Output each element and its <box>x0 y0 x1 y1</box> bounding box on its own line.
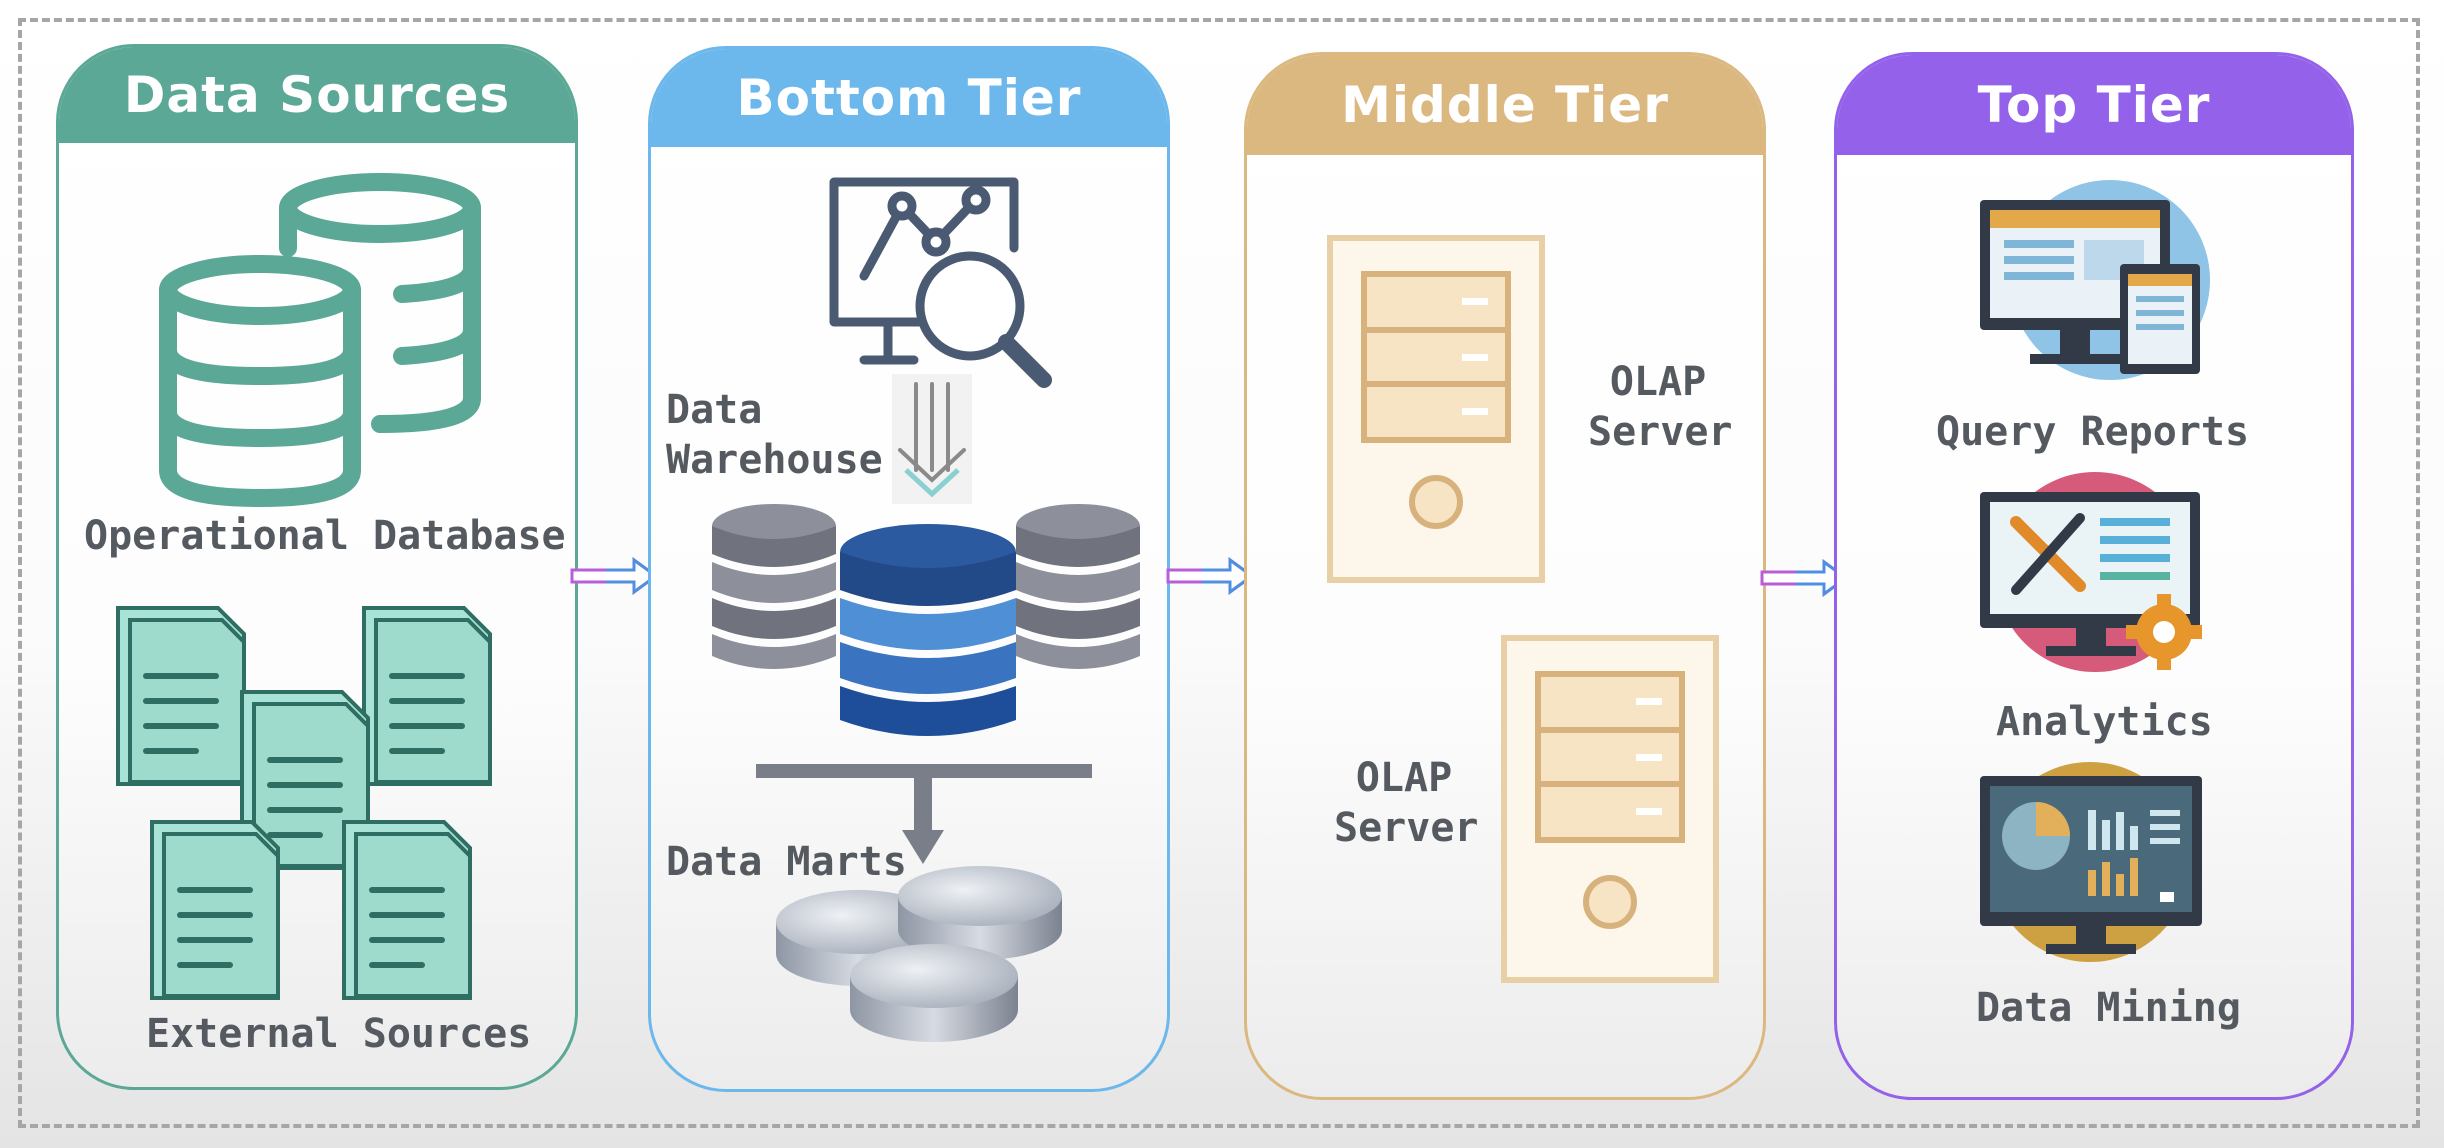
olap-server-2-label-line1: OLAP <box>1355 755 1453 801</box>
document-icon <box>150 820 280 1000</box>
down-arrows-icon <box>892 374 972 504</box>
query-reports-label: Query Reports <box>1936 409 2250 455</box>
analytics-label: Analytics <box>1996 699 2213 745</box>
middle-tier-title: Middle Tier <box>1341 76 1669 134</box>
gear-icon <box>2126 594 2202 670</box>
olap-server-1-label-line2: Server <box>1588 409 1733 455</box>
flow-arrow-icon <box>570 557 659 595</box>
warehouse-database-icon <box>712 504 1140 736</box>
top-tier-title: Top Tier <box>1977 76 2211 134</box>
data-warehouse-label-line1: Data <box>666 387 763 433</box>
data-sources-title: Data Sources <box>123 66 511 124</box>
server-tower-icon <box>1501 635 1719 983</box>
data-marts-label: Data Marts <box>666 839 907 885</box>
tools-gear-monitor-icon <box>1980 472 2202 672</box>
data-sources-header: Data Sources <box>59 47 575 143</box>
document-icon <box>342 820 472 1000</box>
operational-database-label: Operational Database <box>84 513 566 559</box>
external-sources-label: External Sources <box>146 1011 532 1057</box>
bottom-tier-header: Bottom Tier <box>651 49 1167 147</box>
data-mart-disk-icon <box>776 866 1062 1042</box>
database-icon <box>159 173 481 508</box>
data-mining-label: Data Mining <box>1976 985 2241 1031</box>
flow-arrow-icon <box>1166 557 1255 595</box>
olap-server-2-label-line2: Server <box>1334 805 1479 851</box>
olap-server-1-label-line1: OLAP <box>1609 359 1707 405</box>
document-icon <box>240 690 370 870</box>
monitor-report-icon <box>1980 180 2210 380</box>
distribution-connector <box>756 764 1092 864</box>
diagram-frame <box>18 18 2420 1128</box>
top-tier-header: Top Tier <box>1837 55 2351 155</box>
dashboard-monitor-icon <box>1980 762 2202 962</box>
document-icon <box>362 606 492 786</box>
data-warehouse-label-line2: Warehouse <box>666 437 883 483</box>
middle-tier-header: Middle Tier <box>1247 55 1763 155</box>
bottom-tier-title: Bottom Tier <box>736 69 1082 127</box>
server-tower-icon <box>1327 235 1545 583</box>
analytics-magnifier-icon <box>829 177 1052 388</box>
document-icon <box>116 606 246 786</box>
